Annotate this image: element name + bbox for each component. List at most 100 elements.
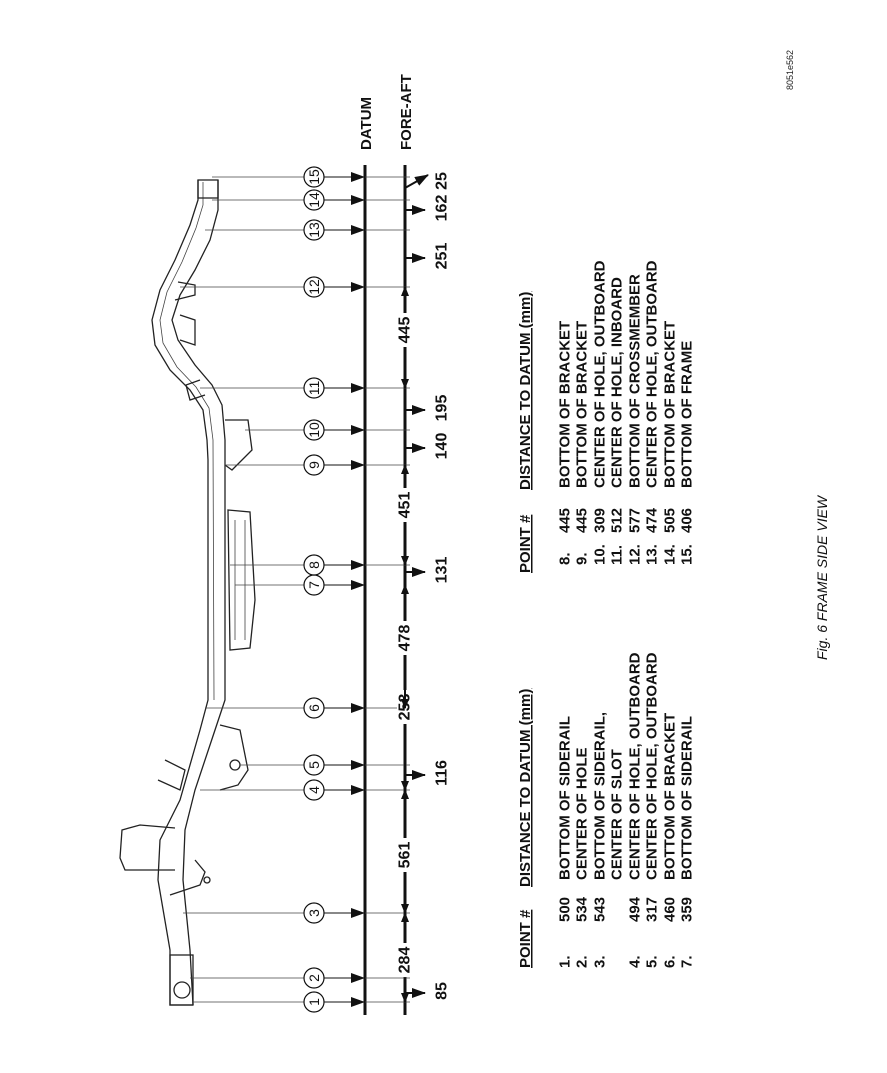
point-number: 11 xyxy=(306,381,322,396)
span-value: 478 xyxy=(397,625,414,652)
row-desc: BOTTOM OF BRACKET xyxy=(662,321,679,488)
point-marker-14: 14 xyxy=(212,189,410,211)
point-circle xyxy=(303,991,325,1013)
point-marker-5: 5 xyxy=(240,754,410,776)
row-value: 500 xyxy=(557,897,574,922)
row-value: 445 xyxy=(557,508,574,533)
point-circle xyxy=(303,377,325,399)
fore-aft-span: 478 xyxy=(397,584,414,709)
row-value: 512 xyxy=(609,508,626,533)
row-value: 309 xyxy=(592,508,609,533)
fore-aft-offset: 162 xyxy=(405,195,451,221)
fore-aft-offset: 116 xyxy=(405,760,451,786)
point-marker-9: 9 xyxy=(225,454,410,476)
row-desc: BOTTOM OF CROSSMEMBER xyxy=(627,274,644,488)
point-number: 5 xyxy=(306,761,322,769)
offset-value: 116 xyxy=(434,760,451,786)
offset-value: 131 xyxy=(434,557,451,584)
point-circle xyxy=(303,454,325,476)
row-point: 1. xyxy=(557,955,574,968)
row-value: 543 xyxy=(592,897,609,922)
row-desc: BOTTOM OF FRAME xyxy=(679,341,696,488)
row-value: 577 xyxy=(627,508,644,533)
row-desc: CENTER OF HOLE, OUTBOARD xyxy=(644,652,661,880)
point-number: 2 xyxy=(306,974,322,982)
fore-aft-label: FORE-AFT xyxy=(398,74,415,150)
row-desc: BOTTOM OF BRACKET xyxy=(557,321,574,488)
point-number: 3 xyxy=(306,909,322,917)
point-marker-8: 8 xyxy=(230,554,410,576)
figure-code: 8051e562 xyxy=(785,50,795,90)
offset-value: 251 xyxy=(434,243,451,270)
row-point: 7. xyxy=(679,955,696,968)
point-circle xyxy=(303,419,325,441)
point-number: 6 xyxy=(306,704,322,712)
table-row: 8. 445 BOTTOM OF BRACKET xyxy=(557,321,574,565)
point-marker-13: 13 xyxy=(205,219,410,241)
point-marker-10: 10 xyxy=(245,419,410,441)
point-number: 1 xyxy=(306,998,322,1006)
row-value: 505 xyxy=(662,508,679,533)
row-value: 359 xyxy=(679,897,696,922)
point-number: 8 xyxy=(306,561,322,569)
table-right-header-distance: DISTANCE TO DATUM (mm) xyxy=(517,292,534,490)
point-circle xyxy=(303,554,325,576)
fore-aft-offset: 140 xyxy=(405,433,451,460)
table-row: CENTER OF SLOT xyxy=(609,749,626,880)
point-circle xyxy=(303,902,325,924)
row-desc: CENTER OF HOLE, INBOARD xyxy=(609,277,626,488)
offset-value: 85 xyxy=(434,982,451,1000)
row-point: 14. xyxy=(662,544,679,565)
point-marker-7: 7 xyxy=(235,574,365,596)
fore-aft-span: 445 xyxy=(397,286,414,389)
point-marker-3: 3 xyxy=(183,902,410,924)
point-marker-2: 2 xyxy=(190,967,410,989)
fore-aft-offset: 25 xyxy=(404,172,451,190)
table-row: 7. 359 BOTTOM OF SIDERAIL xyxy=(679,716,696,968)
fore-aft-span: 451 xyxy=(397,464,414,566)
table-left-header-point: POINT # xyxy=(517,909,534,968)
point-number: 9 xyxy=(306,461,322,469)
fore-aft-span: 561 xyxy=(397,789,414,914)
point-circle xyxy=(303,779,325,801)
row-point: 6. xyxy=(662,955,679,968)
span-value: 284 xyxy=(397,947,414,974)
point-circle xyxy=(303,697,325,719)
row-desc: BOTTOM OF SIDERAIL xyxy=(679,716,696,880)
point-number: 7 xyxy=(306,581,322,589)
point-number: 12 xyxy=(306,279,322,295)
fore-aft-offset: 131 xyxy=(405,557,451,584)
offset-value: 140 xyxy=(434,433,451,460)
table-row: 14. 505 BOTTOM OF BRACKET xyxy=(662,321,679,565)
row-desc: CENTER OF SLOT xyxy=(609,749,626,880)
table-right-header-point: POINT # xyxy=(517,514,534,573)
row-point: 10. xyxy=(592,544,609,565)
point-circle xyxy=(303,967,325,989)
row-value: 494 xyxy=(627,896,644,922)
row-desc: CENTER OF HOLE xyxy=(574,747,591,880)
point-circle xyxy=(303,189,325,211)
row-point: 8. xyxy=(557,552,574,565)
point-marker-12: 12 xyxy=(180,276,410,298)
point-marker-4: 4 xyxy=(200,779,410,801)
row-value: 474 xyxy=(644,507,661,533)
row-point: 9. xyxy=(574,552,591,565)
row-desc: BOTTOM OF SIDERAIL xyxy=(557,716,574,880)
datum-label: DATUM xyxy=(358,97,375,150)
row-desc: BOTTOM OF BRACKET xyxy=(574,321,591,488)
row-point: 2. xyxy=(574,955,591,968)
row-value: 406 xyxy=(679,508,696,533)
row-point: 3. xyxy=(592,955,609,968)
row-point: 4. xyxy=(627,955,644,968)
point-number: 4 xyxy=(306,786,322,794)
offset-value: 25 xyxy=(434,172,451,190)
